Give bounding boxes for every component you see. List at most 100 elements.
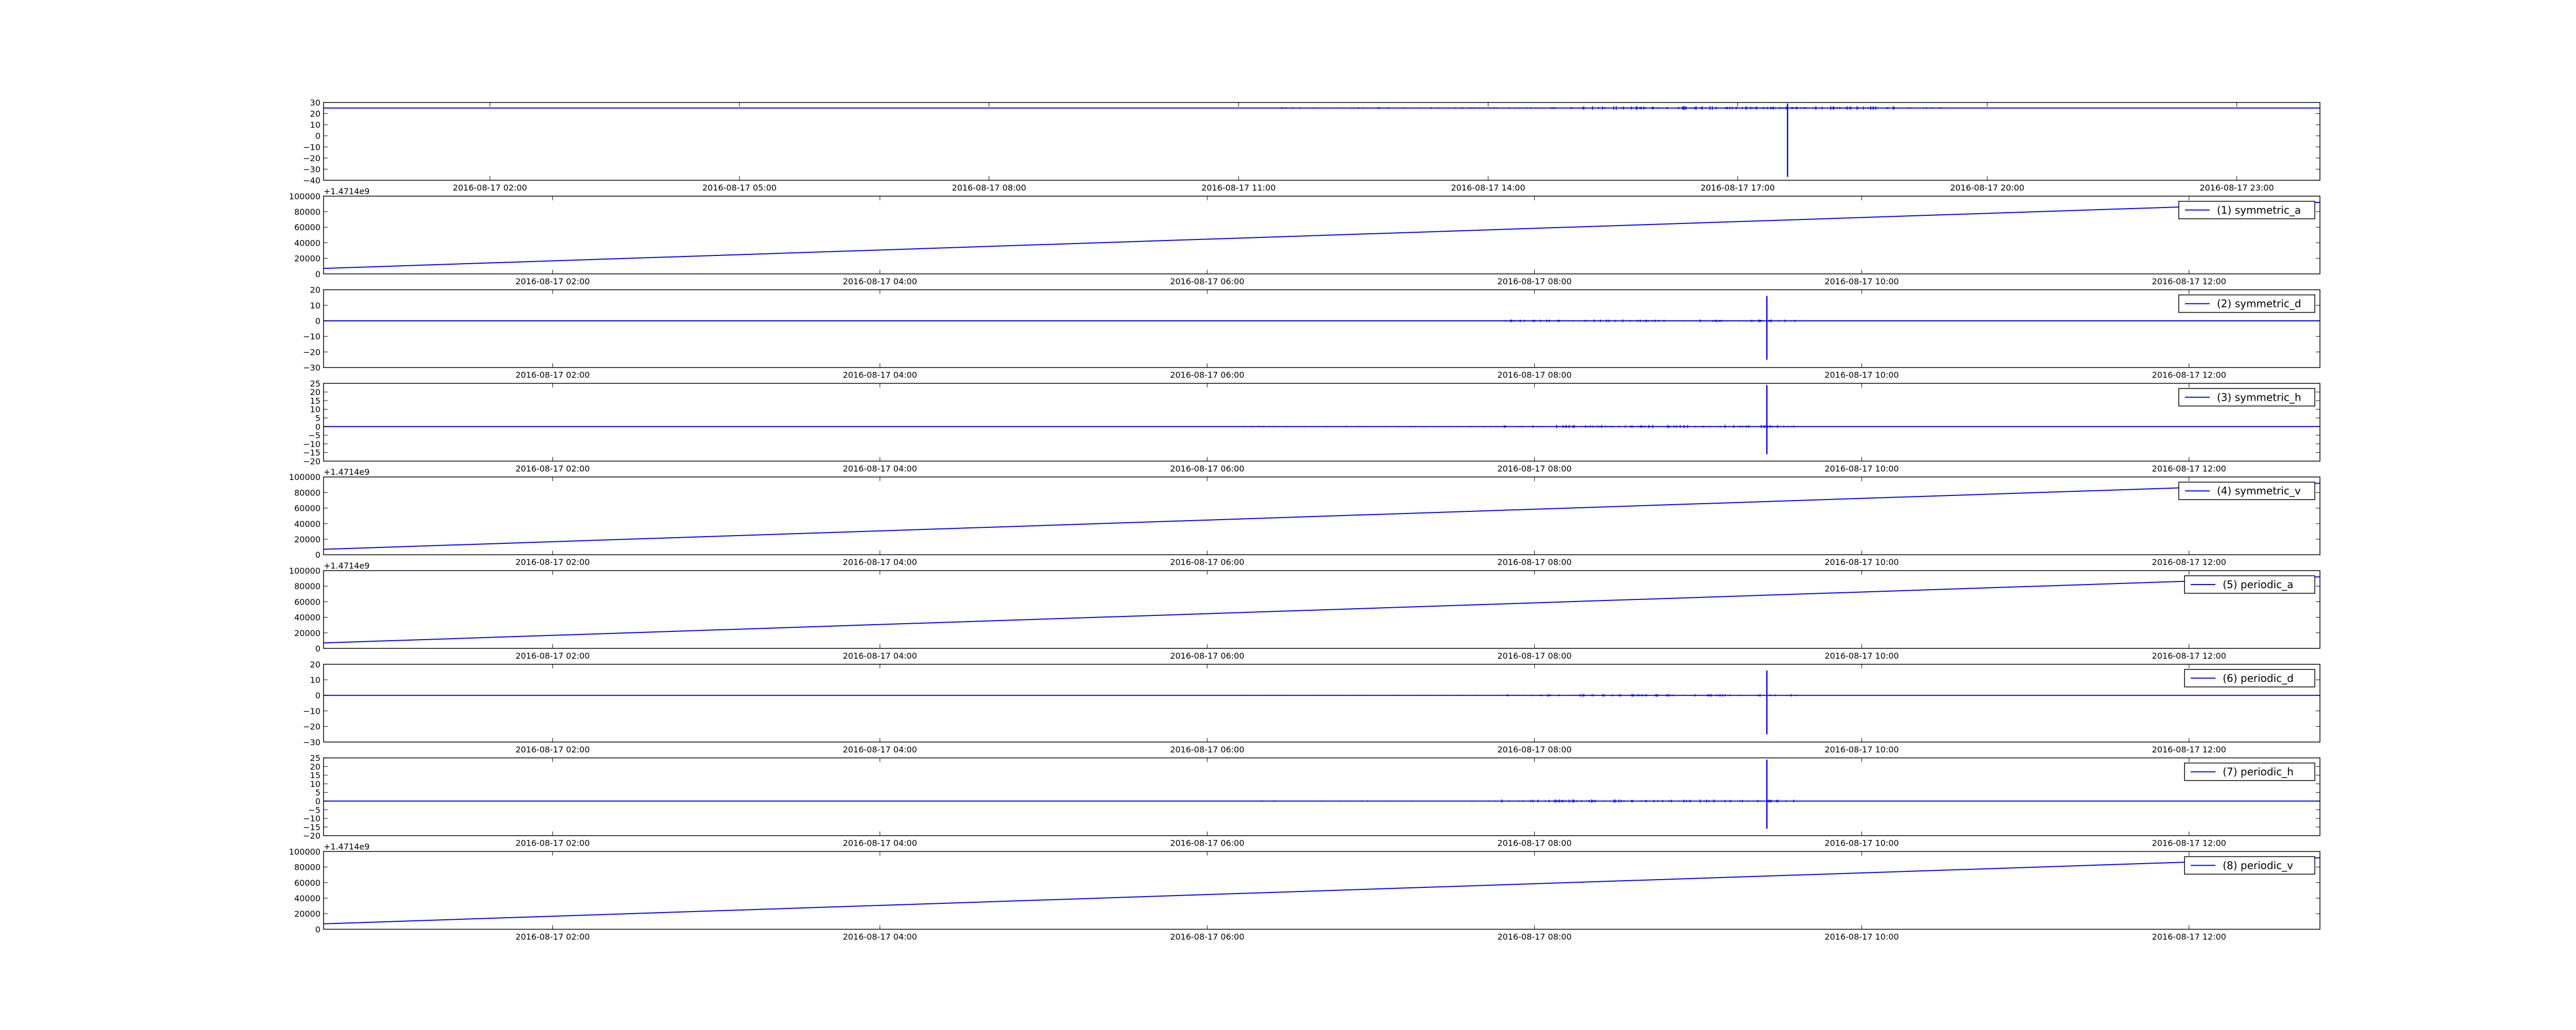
y-tick-label: 100000 bbox=[289, 192, 320, 201]
x-tick-label: 2016-08-17 02:00 bbox=[516, 464, 590, 473]
x-tick-label: 2016-08-17 06:00 bbox=[1170, 464, 1244, 473]
x-tick-label: 2016-08-17 02:00 bbox=[516, 932, 590, 941]
axes-frame bbox=[323, 570, 2320, 649]
x-tick-label: 2016-08-17 06:00 bbox=[1170, 370, 1244, 380]
data-layer bbox=[324, 296, 2320, 360]
y-tick-label: −5 bbox=[308, 431, 320, 440]
y-tick-label: 60000 bbox=[294, 222, 320, 232]
x-tick-label: 2016-08-17 12:00 bbox=[2152, 745, 2226, 754]
legend-label: (3) symmetric_h bbox=[2217, 391, 2301, 403]
legend: (2) symmetric_d bbox=[2178, 294, 2315, 313]
y-tick-label: −15 bbox=[303, 448, 320, 458]
x-tick-label: 2016-08-17 02:00 bbox=[516, 370, 590, 380]
legend-label: (4) symmetric_v bbox=[2217, 485, 2301, 497]
x-tick-label: 2016-08-17 06:00 bbox=[1170, 745, 1244, 754]
y-tick-label: 80000 bbox=[294, 488, 320, 497]
y-tick-label: 0 bbox=[315, 691, 320, 700]
y-tick-label: 25 bbox=[310, 379, 320, 388]
x-tick-label: 2016-08-17 08:00 bbox=[1497, 745, 1571, 754]
x-tick-label: 2016-08-17 02:00 bbox=[516, 277, 590, 286]
axes-frame bbox=[323, 289, 2320, 368]
x-tick-label: 2016-08-17 10:00 bbox=[1825, 370, 1899, 380]
y-tick-label: 10 bbox=[310, 120, 320, 130]
data-layer bbox=[324, 385, 2320, 454]
legend: (6) periodic_d bbox=[2184, 669, 2315, 688]
series-line bbox=[324, 483, 2320, 550]
y-tick-label: 0 bbox=[315, 644, 320, 654]
x-tick-label: 2016-08-17 06:00 bbox=[1170, 838, 1244, 848]
x-tick-label: 2016-08-17 12:00 bbox=[2152, 464, 2226, 473]
legend: (1) symmetric_a bbox=[2178, 201, 2315, 219]
y-tick-label: 40000 bbox=[294, 894, 320, 903]
y-tick-label: −10 bbox=[303, 706, 320, 716]
legend: (8) periodic_v bbox=[2184, 856, 2315, 875]
x-tick-label: 2016-08-17 08:00 bbox=[1497, 370, 1571, 380]
legend: (3) symmetric_h bbox=[2178, 388, 2315, 407]
x-tick-label: 2016-08-17 10:00 bbox=[1825, 464, 1899, 473]
y-offset-label: +1.4714e9 bbox=[324, 842, 369, 851]
x-tick-label: 2016-08-17 10:00 bbox=[1825, 932, 1899, 941]
y-tick-label: −10 bbox=[303, 814, 320, 823]
series-line bbox=[324, 857, 2320, 924]
data-layer bbox=[324, 857, 2320, 924]
legend-label: (6) periodic_d bbox=[2223, 672, 2294, 684]
y-tick-label: 80000 bbox=[294, 207, 320, 217]
x-tick-label: 2016-08-17 04:00 bbox=[843, 745, 917, 754]
series-noise bbox=[1505, 319, 1795, 322]
y-tick-label: 20 bbox=[310, 762, 320, 771]
x-tick-label: 2016-08-17 08:00 bbox=[1497, 932, 1571, 941]
y-tick-label: −10 bbox=[303, 439, 320, 449]
x-tick-label: 2016-08-17 12:00 bbox=[2152, 557, 2226, 567]
legend-label: (2) symmetric_d bbox=[2217, 298, 2301, 310]
y-tick-label: 80000 bbox=[294, 581, 320, 591]
y-tick-label: 40000 bbox=[294, 613, 320, 623]
x-tick-label: 2016-08-17 08:00 bbox=[1497, 651, 1571, 661]
y-tick-label: 40000 bbox=[294, 238, 320, 248]
y-tick-label: 0 bbox=[315, 131, 320, 141]
x-tick-label: 2016-08-17 06:00 bbox=[1170, 651, 1244, 661]
x-tick-label: 2016-08-17 12:00 bbox=[2152, 651, 2226, 661]
x-tick-label: 2016-08-17 04:00 bbox=[843, 557, 917, 567]
y-tick-label: −30 bbox=[303, 164, 320, 174]
axes-frame bbox=[323, 102, 2320, 181]
y-tick-label: 10 bbox=[310, 301, 320, 311]
x-tick-label: 2016-08-17 12:00 bbox=[2152, 932, 2226, 941]
data-layer bbox=[324, 670, 2320, 734]
legend: (7) periodic_h bbox=[2184, 762, 2315, 781]
y-tick-label: 5 bbox=[315, 414, 320, 423]
y-tick-label: 20 bbox=[310, 660, 320, 670]
x-tick-label: 2016-08-17 12:00 bbox=[2152, 838, 2226, 848]
x-tick-label: 2016-08-17 23:00 bbox=[2199, 183, 2274, 193]
y-tick-label: 0 bbox=[315, 422, 320, 432]
x-tick-label: 2016-08-17 12:00 bbox=[2152, 370, 2226, 380]
x-tick-label: 2016-08-17 20:00 bbox=[1950, 183, 2024, 193]
x-tick-label: 2016-08-17 04:00 bbox=[843, 651, 917, 661]
y-tick-label: 15 bbox=[310, 770, 320, 780]
x-tick-label: 2016-08-17 06:00 bbox=[1170, 932, 1244, 941]
x-tick-label: 2016-08-17 08:00 bbox=[1497, 464, 1571, 473]
legend-label: (5) periodic_a bbox=[2223, 578, 2293, 591]
y-offset-label: +1.4714e9 bbox=[324, 561, 369, 571]
y-tick-label: 0 bbox=[315, 924, 320, 934]
data-layer bbox=[324, 759, 2320, 829]
series-noise bbox=[1505, 694, 1797, 697]
legend-label: (7) periodic_h bbox=[2223, 766, 2294, 778]
y-tick-label: −15 bbox=[303, 822, 320, 832]
y-tick-label: 0 bbox=[315, 796, 320, 806]
x-tick-label: 2016-08-17 08:00 bbox=[1497, 838, 1571, 848]
x-tick-label: 2016-08-17 06:00 bbox=[1170, 557, 1244, 567]
x-tick-label: 2016-08-17 05:00 bbox=[702, 183, 776, 193]
axes-frame bbox=[323, 476, 2320, 555]
y-tick-label: 40000 bbox=[294, 519, 320, 529]
x-tick-label: 2016-08-17 02:00 bbox=[453, 183, 527, 193]
y-tick-label: −10 bbox=[303, 142, 320, 152]
x-tick-label: 2016-08-17 04:00 bbox=[843, 838, 917, 848]
x-tick-label: 2016-08-17 10:00 bbox=[1825, 745, 1899, 754]
